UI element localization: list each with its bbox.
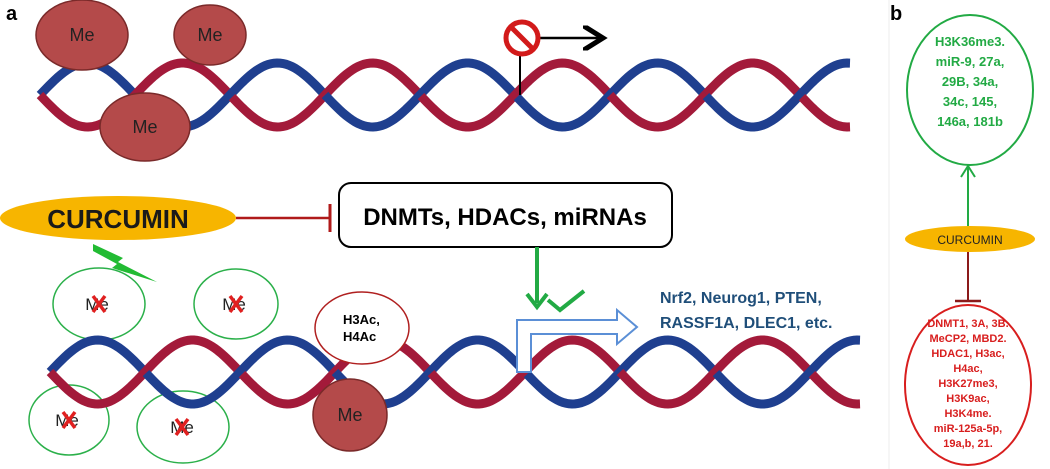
upregulated-item-line: 29B, 34a, xyxy=(942,74,998,89)
dna-strand-segment xyxy=(712,335,816,378)
prohibited-icon xyxy=(503,19,541,57)
acetylation-label-line1: H3Ac, xyxy=(343,312,380,327)
gene-list-line1: Nrf2, Neurog1, PTEN, xyxy=(660,290,822,307)
dna-strand-segment xyxy=(142,366,246,409)
dna-strand-segment xyxy=(712,366,816,409)
dna-strand-segment xyxy=(798,94,851,132)
checkmark-icon xyxy=(546,289,586,313)
removed-methyl-group: Me xyxy=(52,267,146,341)
dna-strand-segment xyxy=(142,335,246,378)
removed-methyl-group: Me xyxy=(136,390,230,464)
curcumin-label-b: CURCUMIN xyxy=(937,233,1002,247)
dna-strand-segment xyxy=(228,58,332,102)
removed-methyl-group: Me xyxy=(193,268,279,340)
upregulated-circle: H3K36me3. miR-9, 27a, 29B, 34a, 34c, 145, 14… xyxy=(906,14,1034,166)
dna-strand-segment xyxy=(46,367,150,409)
curcumin-ellipse-b: CURCUMIN xyxy=(905,226,1035,252)
dna-strand-segment xyxy=(606,90,710,132)
curcumin-label: CURCUMIN xyxy=(47,204,189,234)
methyl-label: Me xyxy=(337,405,362,425)
dna-strand-segment xyxy=(132,58,236,101)
downregulated-circle: DNMT1, 3A, 3B. MeCP2, MBD2. HDAC1, H3ac, H4… xyxy=(904,304,1032,466)
dna-strand-segment xyxy=(427,366,531,409)
upregulated-item-line: miR-9, 27a, xyxy=(936,54,1005,69)
transcription-start-arrow xyxy=(516,307,639,373)
upregulated-item-line: 146a, 181b xyxy=(937,114,1003,129)
methyl-group: Me xyxy=(35,0,129,71)
red-x-icon xyxy=(228,294,244,314)
dna-strand-segment xyxy=(238,365,342,409)
downregulated-item-line: H3K9ac, xyxy=(946,393,989,405)
methyl-group: Me xyxy=(312,378,388,452)
dna-strand-segment xyxy=(321,90,425,132)
gene-list-line2: RASSF1A, DLEC1, etc. xyxy=(660,315,832,332)
dna-strand-segment xyxy=(523,365,627,409)
inhibition-line xyxy=(236,204,332,232)
methyl-group: Me xyxy=(99,92,191,162)
dna-strand-segment xyxy=(702,58,806,101)
lightning-icon xyxy=(93,244,157,282)
dna-strand-segment xyxy=(808,371,861,409)
upregulated-item-line: H3K36me3. xyxy=(935,34,1005,49)
targets-box: DNMTs, HDACs, miRNAs xyxy=(338,182,673,248)
dna-strand-segment xyxy=(606,58,710,100)
acetylation-marker: H3Ac, H4Ac xyxy=(314,291,410,365)
downregulated-item-line: MeCP2, MBD2. xyxy=(929,333,1006,345)
downregulated-item-line: HDAC1, H3ac, xyxy=(931,348,1004,360)
dna-helix-bottom xyxy=(46,335,861,409)
downregulated-item-line: miR-125a-5p, xyxy=(934,423,1002,435)
dna-strand-segment xyxy=(616,367,720,409)
dna-strand-segment xyxy=(228,88,332,132)
dna-strand-segment xyxy=(427,335,531,378)
dna-strand-segment xyxy=(523,335,627,379)
methyl-label: Me xyxy=(69,25,94,45)
methyl-label: Me xyxy=(132,117,157,137)
red-x-icon xyxy=(61,410,77,430)
red-x-icon xyxy=(91,294,107,314)
downregulation-inhibitor xyxy=(955,252,981,303)
dna-strand-segment xyxy=(321,58,425,100)
red-x-icon xyxy=(174,417,190,437)
methyl-label: Me xyxy=(197,25,222,45)
dna-strand-segment xyxy=(417,89,521,132)
downregulated-item-line: H3K27me3, xyxy=(938,378,997,390)
downregulated-item-line: DNMT1, 3A, 3B. xyxy=(927,318,1008,330)
dna-strand-segment xyxy=(513,88,617,132)
targets-label: DNMTs, HDACs, miRNAs xyxy=(363,204,647,231)
downregulated-item-line: H4ac, xyxy=(953,363,982,375)
dna-strand-segment xyxy=(798,58,851,96)
upregulation-arrow xyxy=(960,164,976,226)
dna-strand-segment xyxy=(46,335,150,377)
methyl-group: Me xyxy=(173,4,247,66)
curcumin-ellipse: CURCUMIN xyxy=(0,196,236,240)
dna-strand-segment xyxy=(417,58,521,101)
dna-strand-segment xyxy=(238,335,342,379)
downregulated-item-line: 19a,b, 21. xyxy=(943,438,993,450)
dna-strand-segment xyxy=(702,89,806,132)
acetylation-label-line2: H4Ac xyxy=(343,329,376,344)
downregulated-item-line: H3K4me. xyxy=(944,408,991,420)
upregulated-item-line: 34c, 145, xyxy=(943,94,997,109)
dna-strand-segment xyxy=(808,335,861,373)
dna-strand-segment xyxy=(513,58,617,102)
dna-strand-segment xyxy=(616,335,720,377)
panel-b-letter: b xyxy=(890,3,902,25)
activation-arrow xyxy=(525,247,549,311)
dna-helix-top xyxy=(36,58,851,132)
panel-a-letter: a xyxy=(6,3,18,25)
